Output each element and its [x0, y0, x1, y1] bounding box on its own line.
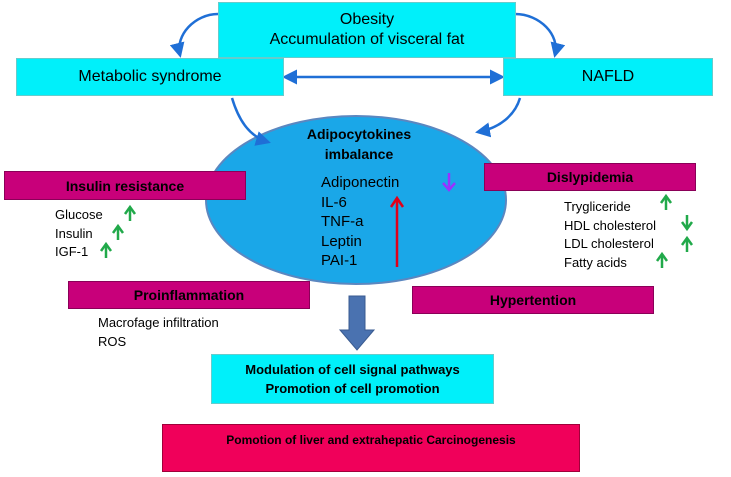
insulin-up-arrow [111, 223, 125, 240]
insulin-resistance-label: Insulin resistance [65, 177, 185, 194]
trygliceride-label: Trygliceride [564, 199, 631, 214]
adipocytokines-ellipse [205, 115, 507, 285]
arrow-obesity-to-nafld [514, 12, 566, 58]
fatty-acids-label: Fatty acids [564, 254, 627, 270]
carcinogenesis-label: Pomotion of liver and extrahepatic Carci… [226, 433, 516, 447]
ldl-up-arrow [680, 235, 694, 252]
igf1-label: IGF-1 [55, 244, 89, 259]
modulation-line1: Modulation of cell signal pathways [245, 362, 460, 377]
ldl-label: LDL cholesterol [564, 236, 654, 251]
leptin-label: Leptin [321, 232, 362, 250]
fatty-acids-up-arrow [655, 251, 669, 268]
glucose-label: Glucose [55, 207, 103, 222]
proinflammation-box: Proinflammation [68, 281, 310, 309]
dyslipidemia-list: Trygliceride HDL cholesterol LDL cholest… [564, 198, 656, 272]
hdl-down-arrow [680, 215, 694, 232]
adiponectin-down-arrow [442, 173, 456, 192]
modulation-line2: Promotion of cell promotion [265, 381, 440, 396]
il6-label: IL-6 [321, 193, 347, 211]
arrow-metabolic-to-ellipse [230, 97, 271, 146]
pai1-label: PAI-1 [321, 252, 358, 269]
arrow-obesity-to-metabolic [169, 12, 219, 58]
obesity-label: Obesity [339, 11, 395, 28]
ros-label: ROS [98, 333, 127, 349]
nafld-box: NAFLD [503, 58, 713, 96]
proinflammation-list: Macrofage infiltration ROS [98, 314, 219, 351]
insulin-resistance-list: Glucose Insulin IGF-1 [55, 206, 103, 262]
adipocytokines-title: Adipocytokines imbalance [306, 126, 412, 162]
hypertension-label: Hypertention [489, 292, 577, 308]
dyslipidemia-box: Dislypidemia [484, 163, 696, 191]
proinflammation-label: Proinflammation [133, 287, 245, 303]
obesity-box: Obesity Accumulation of visceral fat [218, 2, 516, 58]
insulin-label: Insulin [55, 225, 93, 241]
cytokines-up-arrow [389, 195, 405, 267]
tnfa-label: TNF-a [321, 213, 364, 230]
hypertension-box: Hypertention [412, 286, 654, 314]
modulation-box: Modulation of cell signal pathways Promo… [211, 354, 494, 404]
macrofage-label: Macrofage infiltration [98, 315, 219, 330]
dyslipidemia-label: Dislypidemia [546, 169, 634, 185]
visceral-fat-label: Accumulation of visceral fat [269, 31, 465, 48]
hdl-label: HDL cholesterol [564, 217, 657, 233]
trygliceride-up-arrow [659, 193, 673, 210]
nafld-label: NAFLD [581, 68, 635, 85]
igf1-up-arrow [99, 241, 113, 258]
metabolic-syndrome-label: Metabolic syndrome [78, 68, 222, 85]
glucose-up-arrow [123, 204, 137, 221]
insulin-resistance-box: Insulin resistance [4, 171, 246, 200]
metabolic-syndrome-box: Metabolic syndrome [16, 58, 284, 96]
big-down-arrow [338, 295, 376, 351]
adiponectin-label: Adiponectin [321, 174, 400, 191]
adipocytokine-list: Adiponectin IL-6 TNF-a Leptin PAI-1 [321, 173, 399, 271]
arrow-nafld-to-ellipse [475, 97, 522, 138]
carcinogenesis-box: Pomotion of liver and extrahepatic Carci… [162, 424, 580, 472]
